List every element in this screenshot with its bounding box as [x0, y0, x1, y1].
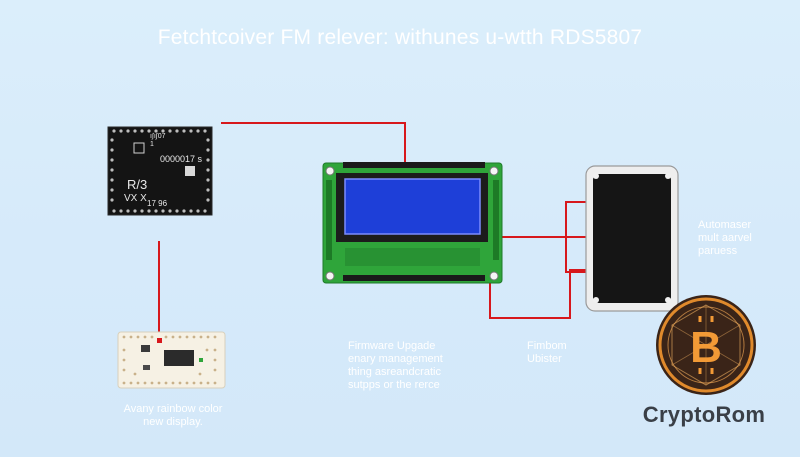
breadboard-caption: Avany rainbow color new display.	[123, 403, 223, 428]
lcd-side-pads	[326, 180, 499, 260]
bitcoin-symbol: B	[690, 323, 722, 372]
lcd-mount-hole-tr	[489, 166, 499, 176]
radio-module-pad-icon	[185, 166, 195, 176]
radio-module-chip-icon	[133, 142, 145, 154]
breadboard-red-pin	[157, 338, 162, 343]
wire-module-to-lcd	[221, 122, 406, 164]
radio-module-pins	[110, 129, 210, 213]
lcd-mount-hole-tl	[325, 166, 335, 176]
right-panel-corner-br	[665, 297, 671, 303]
lcd-bottom-header	[343, 275, 485, 281]
right-panel-screen	[593, 174, 671, 303]
breadboard-chip	[164, 350, 194, 366]
right-panel	[585, 165, 679, 312]
module-line3: 0000017 s	[160, 154, 203, 164]
lcd-screen	[344, 178, 481, 235]
breadboard-component-2	[143, 365, 150, 370]
breadboard	[117, 331, 226, 389]
breadboard-component	[141, 345, 150, 352]
wires	[158, 122, 594, 340]
lcd-mount-hole-br	[489, 271, 499, 281]
firmware-label: Firmware Upgade enary management thing a…	[348, 340, 443, 391]
module-line6: 17 96	[147, 199, 168, 208]
fimbom-label: Fimbom Ubister	[527, 340, 567, 365]
wire-lcd-to-panel-top	[495, 201, 594, 238]
module-line2: 1	[150, 141, 154, 148]
brand-name: CryptoRom	[642, 402, 766, 427]
lcd-mount-hole-bl	[325, 271, 335, 281]
lcd-module	[322, 162, 503, 284]
automaser-label: Automaser mult aarvel paruess	[698, 219, 752, 257]
breadboard-holes	[122, 335, 217, 385]
diagram-title: Fetchtcoiver FM relever: withunes u-wtth…	[157, 26, 643, 49]
module-line4: R/3	[127, 177, 147, 192]
lcd-trace-area	[345, 248, 480, 266]
right-panel-corner-tl	[593, 173, 599, 179]
module-line5: VX X	[124, 193, 147, 204]
module-line1: ı∫ı∫07	[150, 133, 166, 140]
bitcoin-logo-icon: B	[656, 295, 756, 395]
wire-lcd-to-panel-low	[495, 236, 594, 273]
wire-lcd-to-panel-bottom	[489, 269, 594, 319]
breadboard-green-led	[199, 358, 203, 362]
right-panel-corner-bl	[593, 297, 599, 303]
radio-module: ı∫ı∫07 1 0000017 s R/3 VX X 17 96	[107, 126, 213, 216]
lcd-top-header	[343, 162, 485, 168]
right-panel-corner-tr	[665, 173, 671, 179]
